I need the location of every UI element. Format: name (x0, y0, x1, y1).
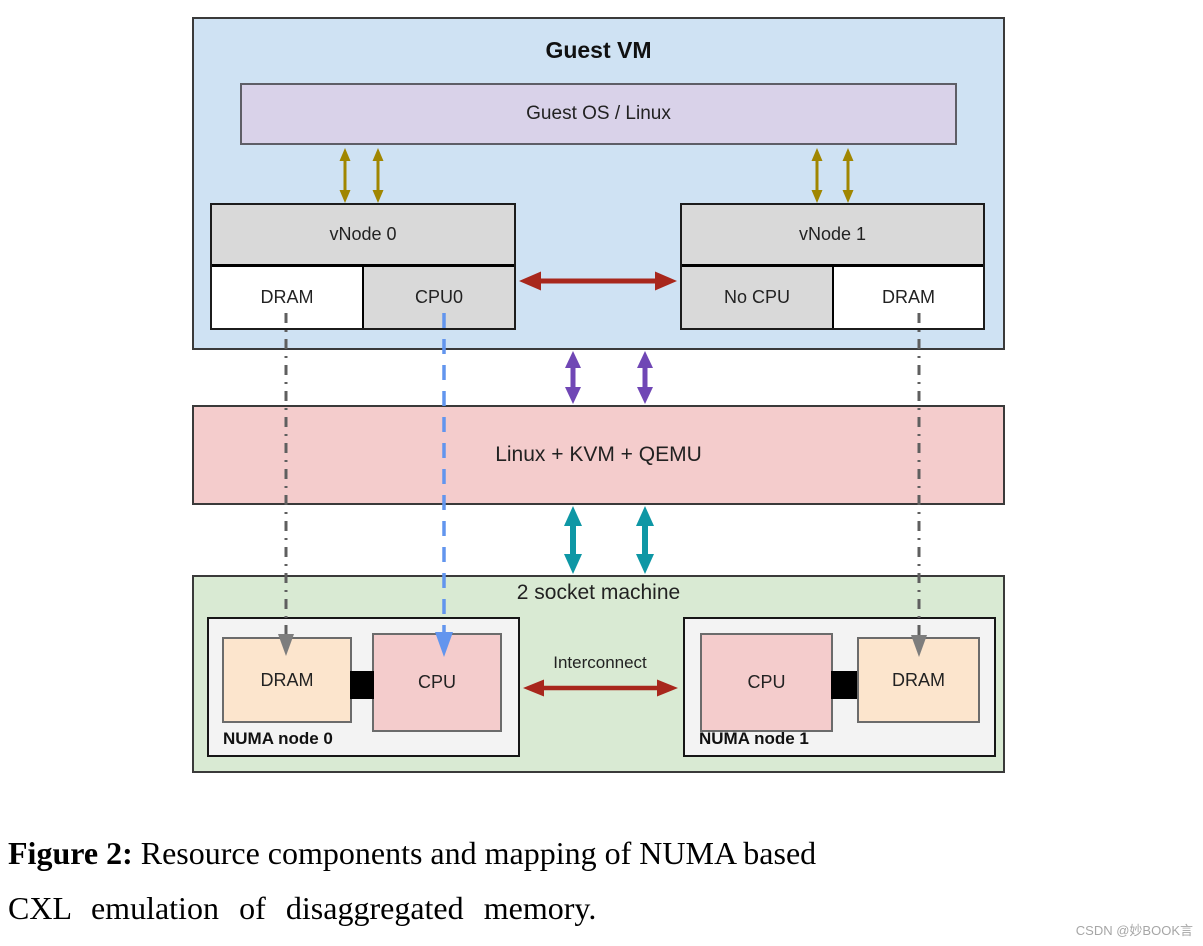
vnode1-dram-cell: DRAM (834, 267, 983, 328)
numa1-cpu-chip: CPU (700, 633, 833, 732)
numa1-cpu-dram-connector (831, 671, 859, 699)
vnode0-dram-cell: DRAM (212, 267, 364, 328)
numa-node0-label: NUMA node 0 (223, 729, 333, 748)
vnode0-box: vNode 0 DRAM CPU0 (210, 203, 516, 330)
numa-node1-label: NUMA node 1 (699, 729, 809, 748)
guest-vm-title: Guest VM (545, 37, 652, 63)
vnode0-cpu-cell: CPU0 (364, 267, 514, 328)
numa0-dram-chip: DRAM (222, 637, 352, 723)
vnode1-title: vNode 1 (682, 205, 983, 267)
vnode1-box: vNode 1 No CPU DRAM (680, 203, 985, 330)
interconnect-label: Interconnect (553, 653, 647, 672)
vnode1-row: No CPU DRAM (682, 267, 983, 328)
vnode1-nocpu-cell: No CPU (682, 267, 834, 328)
hypervisor-machine-arrows (564, 506, 654, 574)
numa0-cpu-chip: CPU (372, 633, 502, 732)
caption-line1: Figure 2: Resource components and mappin… (8, 835, 817, 871)
vnode0-row: DRAM CPU0 (212, 267, 514, 328)
numa1-dram-chip: DRAM (857, 637, 980, 723)
figure-caption: Figure 2: Resource components and mappin… (8, 826, 1196, 936)
machine-title: 2 socket machine (516, 581, 681, 604)
vm-hypervisor-arrows (565, 351, 653, 404)
vnode0-title: vNode 0 (212, 205, 514, 267)
caption-figure-number: Figure 2: (8, 835, 133, 871)
numa0-dram-cpu-connector (350, 671, 374, 699)
hypervisor-label: Linux + KVM + QEMU (495, 443, 702, 466)
hypervisor-box: Linux + KVM + QEMU (192, 405, 1005, 505)
caption-line2: CXL emulation of disaggregated memory. (8, 890, 597, 926)
guest-os-label: Guest OS / Linux (526, 103, 671, 124)
watermark-text: CSDN @妙BOOK言 (1075, 923, 1193, 938)
guest-os-box: Guest OS / Linux (240, 83, 957, 145)
